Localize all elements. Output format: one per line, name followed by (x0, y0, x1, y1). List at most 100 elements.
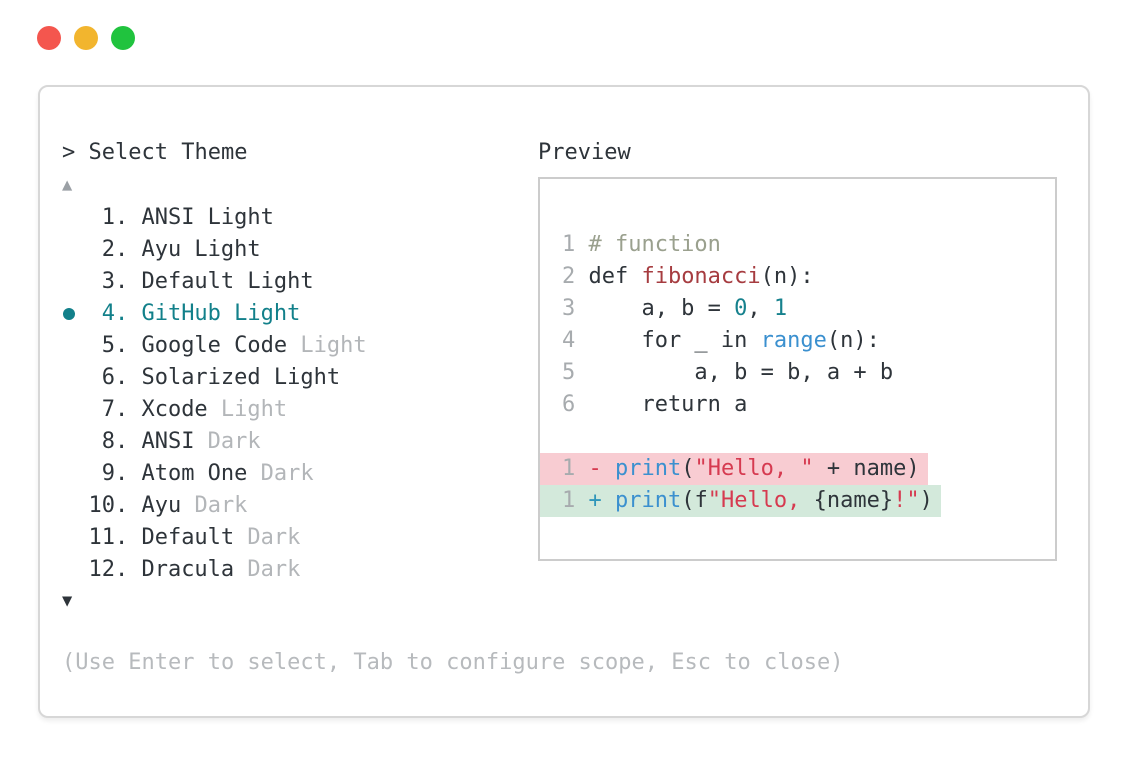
code-token-add: + (588, 488, 615, 513)
item-number: 1. (101, 204, 129, 230)
code-token-builtin: range (760, 328, 827, 353)
code-line: 3 a, b = 0, 1 (540, 293, 1055, 325)
item-label-muted: Dark (194, 428, 261, 454)
code-token-plain: + name) (813, 456, 920, 481)
code-token-plain: (f (681, 488, 708, 513)
item-label: Dracula (141, 556, 235, 582)
item-number: 7. (101, 396, 129, 422)
line-number: 6 (562, 392, 576, 417)
theme-list-item[interactable]: 7. Xcode Light (62, 393, 538, 425)
item-label-muted: Dark (234, 556, 301, 582)
theme-list-item[interactable]: 4. GitHub Light (62, 297, 538, 329)
item-label: Atom One (141, 460, 248, 486)
item-label: Solarized Light (141, 364, 341, 390)
item-label: Google Code (141, 332, 288, 358)
preview-title: Preview (538, 140, 631, 165)
item-label: Default (141, 524, 235, 550)
item-label-muted: Light (287, 332, 367, 358)
scroll-up-icon[interactable]: ▲ (62, 175, 73, 195)
code-token-plain: {name} (813, 488, 894, 513)
theme-picker-panel: > Select Theme ▲ 1. ANSI Light 2. Ayu Light… (62, 137, 538, 617)
code-token-plain: a, b = (588, 296, 735, 321)
item-label-muted: Dark (181, 492, 248, 518)
code-token-str: "Hello, (707, 488, 814, 513)
item-number: 8. (101, 428, 129, 454)
theme-list-item[interactable]: 12. Dracula Dark (62, 553, 538, 585)
item-label: Ayu Light (141, 236, 261, 262)
code-token-comment: # function (588, 232, 721, 257)
item-number: 12. (88, 556, 129, 582)
theme-list-item[interactable]: 6. Solarized Light (62, 361, 538, 393)
item-label-muted: Dark (247, 460, 314, 486)
theme-list-item[interactable]: 2. Ayu Light (62, 233, 538, 265)
code-token-plain: def (588, 264, 642, 289)
item-label: ANSI (141, 428, 195, 454)
code-token-del: - (588, 456, 615, 481)
item-label-muted: Dark (234, 524, 301, 550)
code-token-str: !" (893, 488, 920, 513)
code-token-plain: ) (919, 488, 933, 513)
line-number: 5 (562, 360, 576, 385)
item-number: 3. (101, 268, 129, 294)
line-number: 1 (562, 232, 576, 257)
selected-dot-icon (62, 301, 88, 326)
item-number: 11. (88, 524, 129, 550)
zoom-button[interactable] (111, 26, 135, 50)
line-number: 1 (562, 456, 576, 481)
item-number: 2. (101, 236, 129, 262)
picker-title: Select Theme (88, 140, 248, 165)
theme-list-item[interactable]: 3. Default Light (62, 265, 538, 297)
code-line: 2 def fibonacci(n): (540, 261, 1055, 293)
code-line: 4 for _ in range(n): (540, 325, 1055, 357)
code-line: 5 a, b = b, a + b (540, 357, 1055, 389)
code-token-plain: for _ in (588, 328, 761, 353)
line-number: 4 (562, 328, 576, 353)
item-number: 10. (88, 492, 129, 518)
window-controls (37, 26, 135, 50)
item-label: GitHub Light (141, 300, 301, 326)
code-line-diff-add: 1 + print(f"Hello, {name}!") (540, 485, 941, 517)
theme-list-item[interactable]: 10. Ayu Dark (62, 489, 538, 521)
line-number: 1 (562, 488, 576, 513)
item-label-muted: Light (207, 396, 288, 422)
code-token-builtin: print (614, 488, 682, 513)
item-number: 9. (101, 460, 129, 486)
code-token-plain: ( (681, 456, 695, 481)
keyboard-hint: (Use Enter to select, Tab to configure s… (62, 650, 844, 675)
theme-list-item[interactable]: 5. Google Code Light (62, 329, 538, 361)
prompt-chevron: > (62, 140, 89, 165)
code-token-builtin: print (614, 456, 682, 481)
close-button[interactable] (37, 26, 61, 50)
item-label: Xcode (141, 396, 208, 422)
theme-list: 1. ANSI Light 2. Ayu Light 3. Default Light 4.… (62, 201, 538, 585)
scroll-down-icon[interactable]: ▼ (62, 591, 73, 611)
code-token-func: fibonacci (641, 264, 761, 289)
code-token-plain: (n): (760, 264, 814, 289)
code-line: 1 # function (540, 229, 1055, 261)
code-token-str: "Hello, " (694, 456, 814, 481)
item-label: ANSI Light (141, 204, 274, 230)
item-number: 4. (101, 300, 129, 326)
theme-list-item[interactable]: 1. ANSI Light (62, 201, 538, 233)
minimize-button[interactable] (74, 26, 98, 50)
item-number: 5. (101, 332, 129, 358)
line-number: 3 (562, 296, 576, 321)
code-token-num: 1 (773, 296, 788, 321)
code-line: 6 return a (540, 389, 1055, 421)
theme-list-item[interactable]: 8. ANSI Dark (62, 425, 538, 457)
theme-list-item[interactable]: 9. Atom One Dark (62, 457, 538, 489)
line-number: 2 (562, 264, 576, 289)
item-label: Default Light (141, 268, 314, 294)
code-line-diff-del: 1- print("Hello, " + name) (540, 453, 928, 485)
code-token-plain: , (747, 296, 774, 321)
code-token-plain: (n): (826, 328, 880, 353)
theme-selector-window: > Select Theme ▲ 1. ANSI Light 2. Ayu Light… (38, 85, 1090, 718)
theme-list-item[interactable]: 11. Default Dark (62, 521, 538, 553)
code-token-num: 0 (734, 296, 748, 321)
item-label: Ayu (141, 492, 182, 518)
code-token-plain: return a (588, 392, 748, 417)
item-number: 6. (101, 364, 129, 390)
code-token-plain: a, b = b, a + b (588, 360, 894, 385)
